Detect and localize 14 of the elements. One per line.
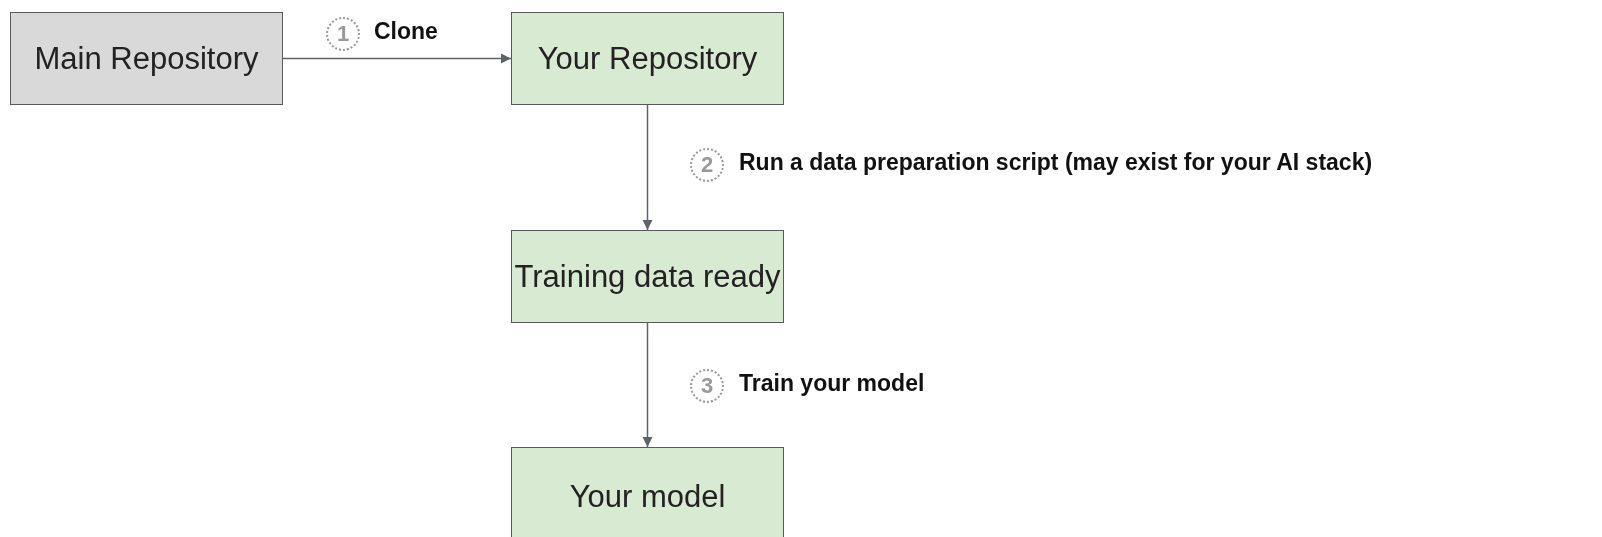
process-box — [511, 447, 784, 537]
arrow — [282, 53, 512, 64]
box-label: Main Repository — [34, 39, 259, 78]
box-label: Your Repository — [537, 39, 758, 78]
arrow — [642, 104, 653, 231]
process-box — [511, 230, 784, 323]
process-box — [511, 12, 784, 105]
step-number: 1 — [326, 17, 360, 51]
arrow — [642, 322, 653, 448]
step-number: 3 — [690, 369, 724, 403]
box-label: Training data ready — [514, 257, 781, 296]
process-box — [10, 12, 283, 105]
step-number: 2 — [690, 148, 724, 182]
box-label: Your model — [569, 478, 726, 517]
